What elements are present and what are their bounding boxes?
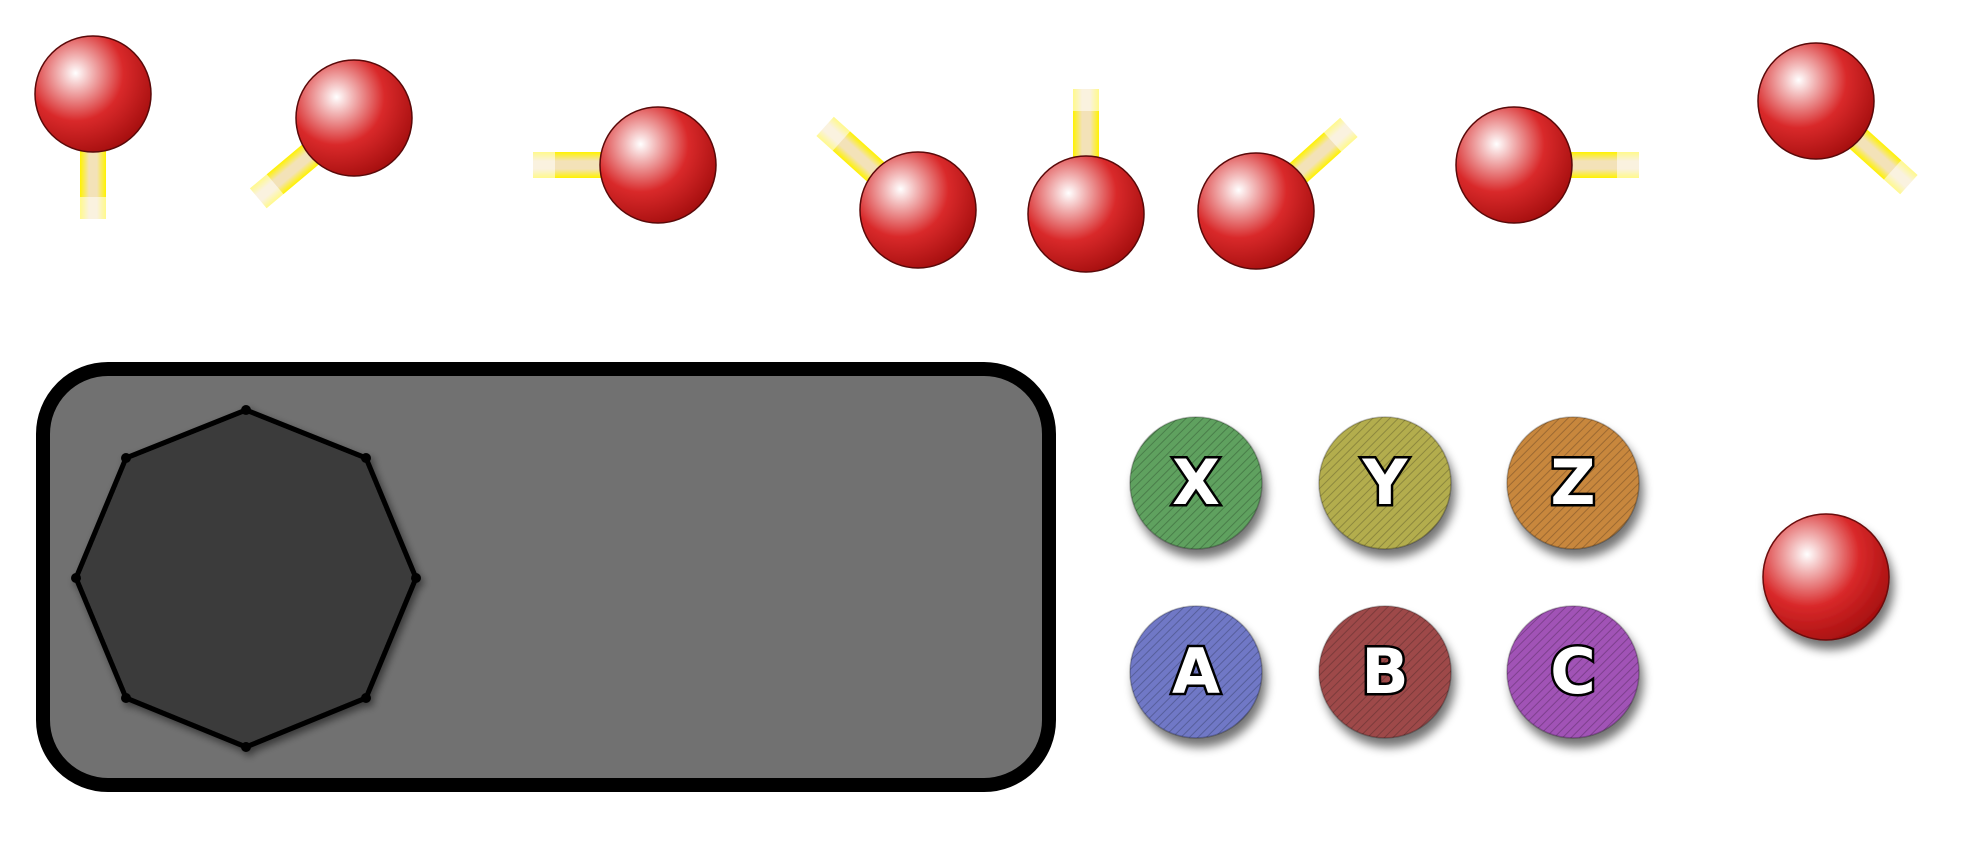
button-c[interactable]: C xyxy=(1506,605,1640,739)
joystick-sprite-down-left xyxy=(247,59,413,211)
button-y[interactable]: Y xyxy=(1318,416,1452,550)
joystick-ball-icon[interactable] xyxy=(1762,513,1890,641)
octagonal-gate-icon xyxy=(71,405,421,752)
button-z[interactable]: Z xyxy=(1506,416,1640,550)
joystick-sprite-up-right xyxy=(1197,115,1360,270)
joystick-ball-icon[interactable] xyxy=(1757,42,1875,160)
joystick-sprite-right xyxy=(1455,106,1641,224)
joystick-ball-icon[interactable] xyxy=(34,35,152,153)
joystick-sprite-down xyxy=(34,35,152,221)
standalone-ball xyxy=(1762,513,1890,641)
button-label: C xyxy=(1550,635,1596,708)
joystick-ball-icon[interactable] xyxy=(859,151,977,269)
joystick-sprite-down-right xyxy=(1757,42,1920,197)
button-label: A xyxy=(1172,635,1220,708)
button-x[interactable]: X xyxy=(1129,416,1263,550)
button-b[interactable]: B xyxy=(1318,605,1452,739)
action-buttons: X Y Z A B C xyxy=(1129,416,1640,739)
joystick-ball-icon[interactable] xyxy=(1197,152,1315,270)
joystick-sprite-row xyxy=(34,35,1920,273)
joystick-sprite-left xyxy=(531,106,717,224)
button-label: X xyxy=(1172,446,1220,519)
joystick-sprite-up-left xyxy=(814,114,977,269)
joystick-sprite-up xyxy=(1027,87,1145,273)
joystick-ball-icon[interactable] xyxy=(1455,106,1573,224)
joystick-ball-icon[interactable] xyxy=(599,106,717,224)
joystick-ball-icon[interactable] xyxy=(1027,155,1145,273)
button-a[interactable]: A xyxy=(1129,605,1263,739)
button-label: Y xyxy=(1362,446,1409,519)
joystick-ball-icon[interactable] xyxy=(295,59,413,177)
button-label: B xyxy=(1361,635,1408,708)
control-panel xyxy=(36,362,1056,792)
button-label: Z xyxy=(1551,446,1596,519)
